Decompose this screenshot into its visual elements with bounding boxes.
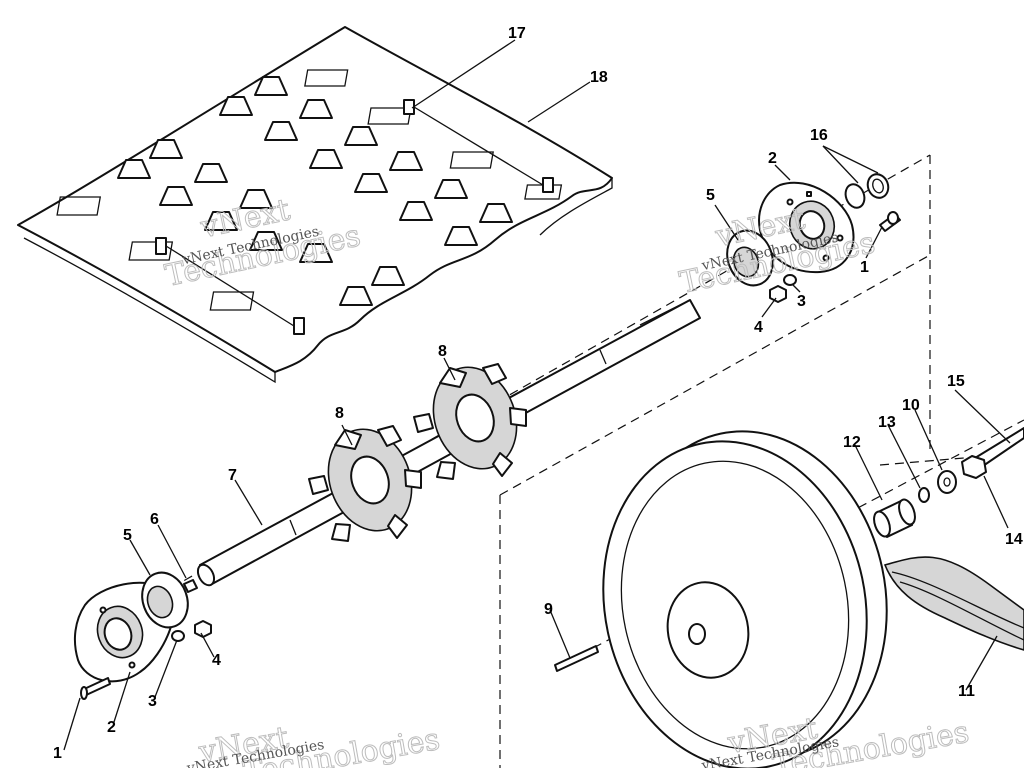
sprocket-inner	[308, 425, 422, 542]
watermark-bottom-left: vNext Technologies vNext Technologies	[185, 720, 443, 768]
leader-lines	[63, 39, 1011, 751]
nut-left	[194, 620, 212, 638]
sprocket-outer	[413, 363, 527, 480]
callout-16: 16	[810, 127, 828, 144]
washer-left	[171, 630, 185, 642]
bolt-left	[80, 677, 111, 700]
axle-nut	[961, 455, 987, 479]
callout-10: 10	[902, 397, 920, 414]
bearing-flange-right	[758, 181, 855, 274]
idler-wheel	[602, 430, 888, 768]
callout-5-left: 5	[123, 527, 132, 544]
callout-11: 11	[958, 683, 975, 700]
callout-8-outer: 8	[438, 343, 447, 360]
callout-17: 17	[508, 25, 526, 42]
track-belt	[17, 26, 613, 384]
callout-3-left: 3	[148, 693, 157, 710]
callout-5-right: 5	[706, 187, 715, 204]
nut-right	[769, 285, 787, 303]
callout-8-inner: 8	[335, 405, 344, 422]
callout-2-right: 2	[768, 150, 777, 167]
callout-2-left: 2	[107, 719, 116, 736]
bolt-right	[879, 211, 901, 232]
callout-14: 14	[1005, 531, 1023, 548]
track-clips	[155, 99, 554, 335]
wheel-key	[554, 645, 599, 672]
callout-7: 7	[228, 467, 237, 484]
washer-large	[937, 470, 957, 494]
callout-9: 9	[544, 601, 553, 618]
spacer-bushing	[873, 498, 916, 538]
washer-right	[783, 274, 797, 286]
callout-13: 13	[878, 414, 896, 431]
callout-6: 6	[150, 511, 159, 528]
callout-labels: 17 18 16 2 5 1 3 4 8 8 7 6 5 15 10 13 12…	[53, 25, 1023, 762]
shim-washers-right	[844, 173, 890, 209]
washer-small	[918, 487, 930, 503]
callout-4-left: 4	[212, 652, 221, 669]
callout-18: 18	[590, 69, 608, 86]
callout-1-left: 1	[53, 745, 62, 762]
track-windows	[56, 69, 563, 311]
set-screw-left	[183, 579, 198, 593]
bearing-right	[726, 229, 774, 287]
drive-belt	[883, 556, 1024, 651]
track-cleats	[117, 76, 513, 306]
callout-1-right: 1	[860, 259, 869, 276]
callout-15: 15	[947, 373, 965, 390]
callout-3-right: 3	[797, 293, 806, 310]
bearing-left	[141, 571, 189, 629]
callout-12: 12	[843, 434, 861, 451]
callout-4-right: 4	[754, 319, 763, 336]
